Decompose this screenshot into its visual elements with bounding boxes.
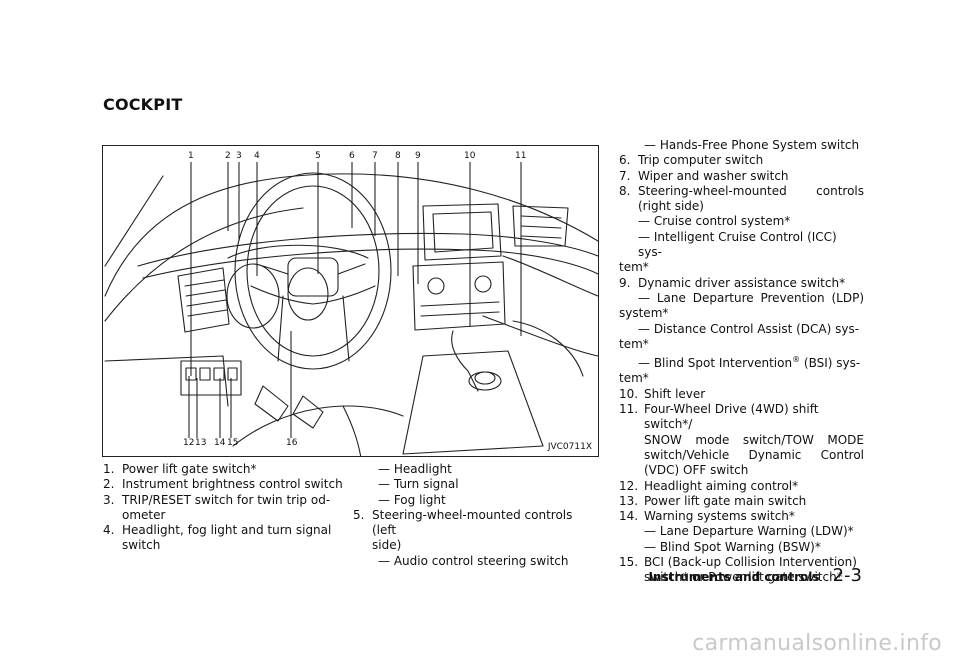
item-text: switch bbox=[122, 538, 161, 553]
item-text: Headlight aiming control* bbox=[644, 478, 799, 493]
sub-item: — Blind Spot Intervention® (BSI) sys- bbox=[619, 352, 864, 371]
watermark: carmanualsonline.info bbox=[692, 631, 942, 656]
item-text: Four-Wheel Drive (4WD) shift switch*/ bbox=[644, 402, 819, 432]
sub-item: — Audio control steering switch bbox=[378, 553, 569, 568]
item-text: (VDC) OFF switch bbox=[644, 463, 749, 478]
callout-11: 11 bbox=[515, 151, 527, 161]
callout-5: 5 bbox=[315, 151, 321, 161]
item-text: (right side) bbox=[638, 199, 704, 214]
list-item: 7. Wiper and washer switch bbox=[619, 169, 864, 184]
list-item: 2. Instrument brightness control switch bbox=[103, 477, 343, 492]
column-3: — Hands-Free Phone System switch 6. Trip… bbox=[619, 138, 864, 586]
item-number: 2. bbox=[103, 477, 115, 492]
sub-item: — Turn signal bbox=[378, 477, 459, 492]
item-text: side) bbox=[372, 538, 402, 553]
list-item: 4. Headlight, fog light and turn signal … bbox=[103, 523, 343, 554]
item-number: 13. bbox=[619, 493, 639, 508]
sub-item: — Lane Departure Warning (LDW)* bbox=[644, 524, 854, 539]
item-text: Wiper and washer switch bbox=[638, 168, 789, 183]
item-number: 9. bbox=[619, 275, 631, 290]
item-text: ometer bbox=[122, 507, 166, 522]
callout-1: 1 bbox=[188, 151, 194, 161]
list-item: 15. BCI (Back-up Collision Intervention)… bbox=[619, 555, 864, 586]
item-text: Steering-wheel-mounted controls bbox=[638, 183, 864, 198]
sub-item: — Fog light bbox=[378, 492, 446, 507]
column-1: 1. Power lift gate switch* 2. Instrument… bbox=[103, 462, 343, 554]
sub-item: — Blind Spot Warning (BSW)* bbox=[644, 539, 821, 554]
item-number: 1. bbox=[103, 462, 115, 476]
item-text: Power lift gate main switch bbox=[644, 493, 807, 508]
item-text: Warning systems switch* bbox=[644, 509, 795, 524]
item-text: switch* or Power lift gate switch* bbox=[644, 570, 843, 585]
item-text: Instrument brightness control switch bbox=[122, 477, 343, 492]
callout-6: 6 bbox=[349, 151, 355, 161]
item-text: TRIP/RESET switch for twin trip od- bbox=[122, 492, 331, 507]
list-item: 6. Trip computer switch bbox=[619, 153, 864, 168]
item-text: switch/Vehicle Dynamic Control bbox=[644, 447, 864, 462]
item-text: Trip computer switch bbox=[638, 153, 764, 168]
cockpit-illustration: 1 2 3 4 5 6 7 8 9 10 11 12 13 14 15 16 J… bbox=[102, 145, 599, 457]
item-number: 14. bbox=[619, 509, 639, 524]
item-text: BCI (Back-up Collision Intervention) bbox=[644, 555, 857, 570]
sub-item: — Cruise control system* bbox=[638, 214, 791, 229]
callout-13: 13 bbox=[195, 438, 207, 448]
callout-2: 2 bbox=[225, 151, 231, 161]
sub-item: — Intelligent Cruise Control (ICC) sys- bbox=[638, 229, 837, 260]
list-item: 10. Shift lever bbox=[619, 387, 864, 402]
callout-8: 8 bbox=[395, 151, 401, 161]
sub-item: — Lane Departure Prevention (LDP) bbox=[638, 290, 864, 305]
callout-10: 10 bbox=[464, 151, 476, 161]
list-item: 11. Four-Wheel Drive (4WD) shift switch*… bbox=[619, 402, 864, 478]
item-number: 11. bbox=[619, 402, 639, 417]
callout-4: 4 bbox=[254, 151, 260, 161]
item-text: Shift lever bbox=[644, 386, 706, 401]
list-item: 1. Power lift gate switch* bbox=[103, 462, 343, 477]
sub-item: — Hands-Free Phone System switch bbox=[644, 138, 860, 152]
column-2: — Headlight — Turn signal — Fog light 5.… bbox=[353, 462, 593, 569]
list-item: 5. Steering-wheel-mounted controls (left… bbox=[353, 508, 593, 554]
sub-item-continuation: tem* bbox=[619, 371, 649, 386]
callout-9: 9 bbox=[415, 151, 421, 161]
sub-item-continuation: tem* bbox=[619, 336, 649, 351]
item-number: 3. bbox=[103, 492, 115, 507]
callout-16: 16 bbox=[286, 438, 298, 448]
list-item: 8. Steering-wheel-mounted controls (righ… bbox=[619, 184, 864, 215]
callout-12: 12 bbox=[183, 438, 195, 448]
figure-code: JVC0711X bbox=[547, 442, 592, 452]
item-text: Headlight, fog light and turn signal bbox=[122, 523, 332, 538]
callout-3: 3 bbox=[236, 151, 242, 161]
sub-item-text: (BSI) sys- bbox=[800, 356, 861, 371]
list-item: 13. Power lift gate main switch bbox=[619, 494, 864, 509]
sub-item: — Headlight bbox=[378, 462, 452, 476]
sub-item-continuation: tem* bbox=[619, 260, 649, 275]
callout-15: 15 bbox=[227, 438, 239, 448]
item-text: Steering-wheel-mounted controls (left bbox=[372, 507, 573, 538]
callout-14: 14 bbox=[214, 438, 226, 448]
dashboard-line-drawing bbox=[104, 162, 598, 456]
sub-item: — Distance Control Assist (DCA) sys- bbox=[638, 321, 860, 336]
list-item: 9. Dynamic driver assistance switch* bbox=[619, 276, 864, 291]
item-number: 12. bbox=[619, 478, 639, 493]
footer-section-title: Instruments and controls bbox=[648, 570, 820, 584]
registered-mark: ® bbox=[792, 355, 801, 365]
list-item: 3. TRIP/RESET switch for twin trip od- o… bbox=[103, 493, 343, 524]
item-number: 8. bbox=[619, 183, 631, 198]
callout-7: 7 bbox=[372, 151, 378, 161]
section-heading: COCKPIT bbox=[103, 95, 183, 114]
item-number: 10. bbox=[619, 386, 639, 401]
item-text: Power lift gate switch* bbox=[122, 462, 257, 476]
sub-item-continuation: system* bbox=[619, 306, 669, 321]
item-number: 4. bbox=[103, 523, 115, 538]
list-item: 14. Warning systems switch* bbox=[619, 509, 864, 524]
item-text: Dynamic driver assistance switch* bbox=[638, 275, 846, 290]
page-footer: Instruments and controls 2-3 bbox=[648, 565, 862, 586]
page-number: 2-3 bbox=[832, 565, 862, 586]
list-item: 12. Headlight aiming control* bbox=[619, 479, 864, 494]
sub-item-text: — Blind Spot Intervention bbox=[638, 356, 793, 371]
item-number: 6. bbox=[619, 153, 631, 168]
item-number: 15. bbox=[619, 555, 639, 570]
item-text: SNOW mode switch/TOW MODE bbox=[644, 432, 864, 447]
item-number: 7. bbox=[619, 168, 631, 183]
item-number: 5. bbox=[353, 507, 365, 522]
